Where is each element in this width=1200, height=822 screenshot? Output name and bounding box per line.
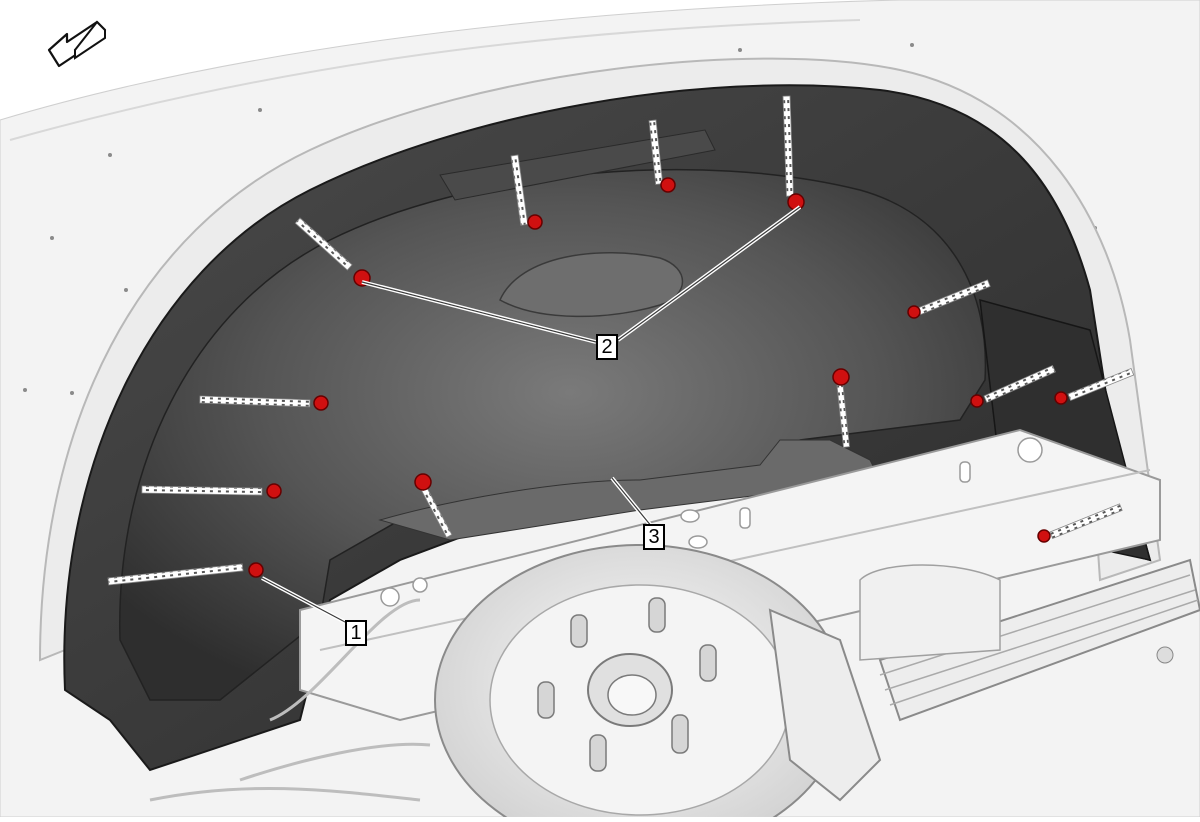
fastener [970,364,1056,408]
fastener [414,473,453,538]
leaf-spring [859,558,1200,722]
fastener [510,154,543,230]
callout-2: 2 [596,334,618,360]
fastener [141,483,282,499]
fastener [107,562,264,586]
front-direction-arrow-icon [47,20,107,68]
callout-1: 1 [345,620,367,646]
fastener [199,395,329,411]
fastener [907,279,991,319]
brake-rotor-hub [434,544,882,822]
brake-lines [149,598,431,802]
fastener [1037,503,1123,543]
fastener [648,119,676,193]
callout-3: 3 [643,524,665,550]
fastener [832,368,850,448]
fastener [782,95,805,211]
callout-leaders-outline [261,206,801,623]
fastener [1054,368,1135,405]
fasteners [107,95,1135,586]
